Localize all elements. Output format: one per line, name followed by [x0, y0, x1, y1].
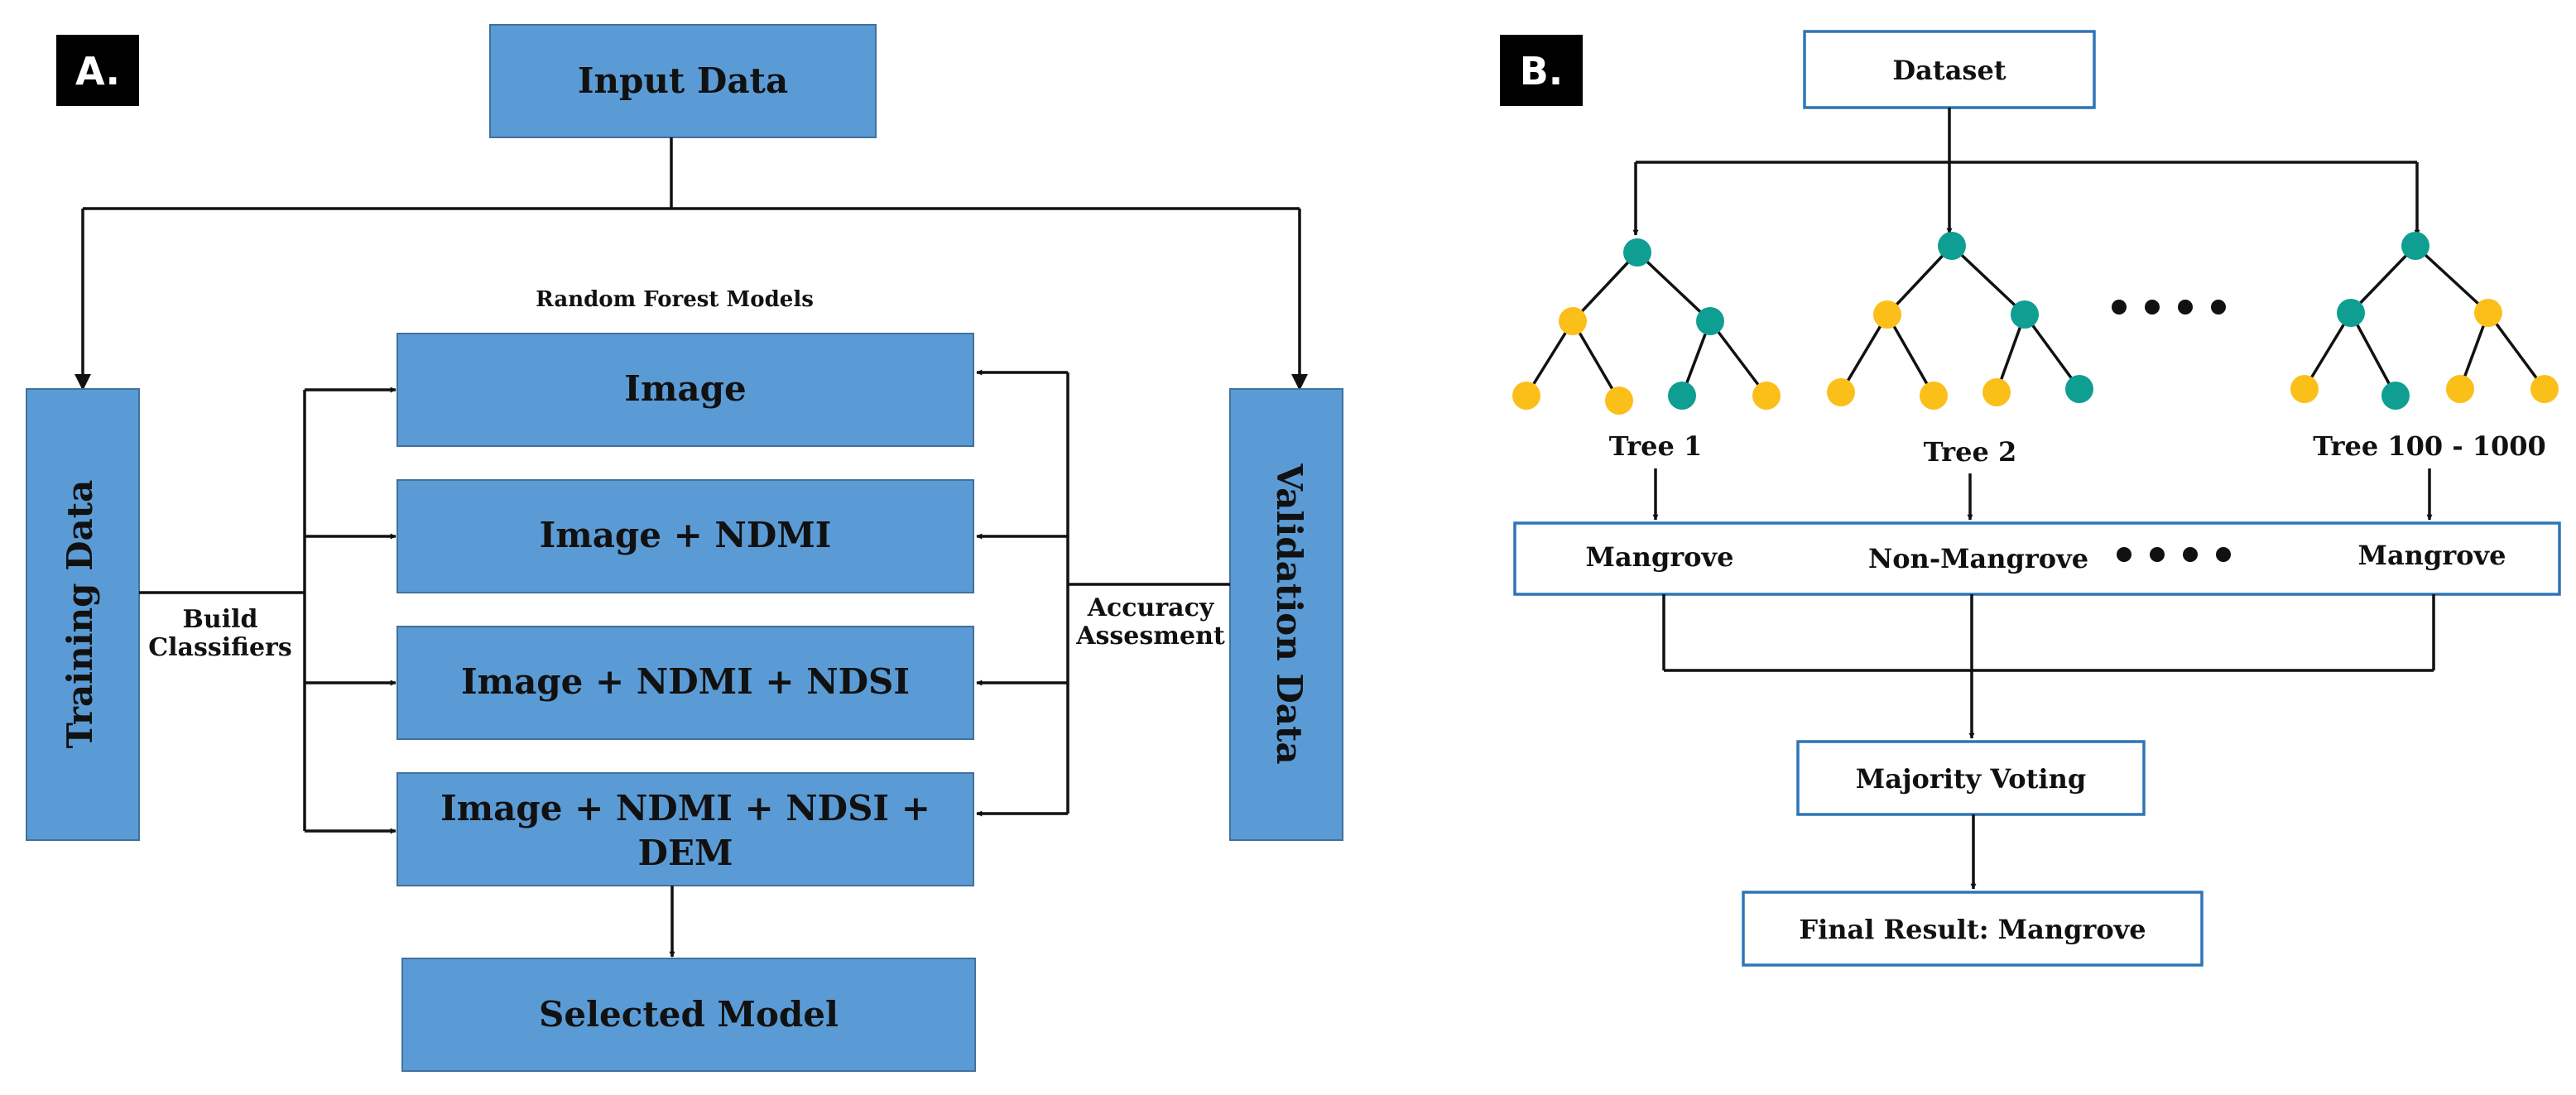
model-box-label: Image [624, 368, 746, 409]
tree-leaf-node [2065, 375, 2093, 403]
decision-tree [1827, 232, 2093, 410]
decision-tree [2290, 232, 2559, 410]
panel-a-label-bg [56, 35, 139, 106]
input-data-label: Input Data [578, 60, 788, 101]
tree-leaf-node [1512, 382, 1540, 410]
tree-leaf-node [2381, 382, 2410, 410]
tree-leaf-node [2446, 375, 2474, 403]
tree-edge [1886, 244, 1954, 316]
tree-edge [2487, 311, 2546, 391]
tree-branch-node [1873, 300, 1901, 329]
prediction-label: Mangrove [2358, 540, 2506, 571]
tree-ellipsis [2112, 300, 2226, 315]
dataset-split-connector [1632, 108, 2420, 236]
tree-label: Tree 2 [1924, 436, 2016, 468]
tree-leaf-node [1605, 387, 1633, 415]
tree-edge [1571, 320, 1621, 401]
panel-b-label: B. [1520, 49, 1564, 94]
tree-root-node [1623, 238, 1651, 267]
tree-edge [2414, 244, 2490, 315]
training-data-label: Training Data [60, 480, 100, 749]
tree-edge [1886, 314, 1935, 396]
selected-model-label: Selected Model [539, 994, 839, 1035]
panel-a-label: A. [75, 49, 120, 94]
decision-tree [1512, 238, 1781, 415]
input-split-connector [74, 137, 1308, 391]
tree-leaf-node [2290, 375, 2319, 403]
tree-root-node [1938, 232, 1966, 260]
tree-leaf-node [1920, 382, 1948, 410]
tree-edge [2023, 313, 2081, 391]
voting-connector [1662, 594, 2435, 739]
final-result-box [1742, 891, 2204, 967]
tree-edge [2349, 244, 2417, 315]
tree-branch-node [1696, 307, 1724, 335]
build-classifiers-connector [139, 387, 396, 834]
accuracy-assessment-connector [976, 369, 1230, 817]
tree-edge [1709, 319, 1768, 397]
trees-layer [1512, 232, 2559, 415]
tree-edge [1636, 251, 1712, 323]
tree-leaf-node [2530, 375, 2559, 403]
prediction-ellipsis [2117, 547, 2231, 562]
model-box: Image + NDMI [396, 479, 974, 593]
tree-edge [1525, 320, 1574, 396]
validation-data-box [1229, 388, 1343, 841]
panel-a: A. Input Data Training Data Validation D… [26, 24, 1343, 1072]
models-title: Random Forest Models [536, 287, 814, 312]
tree-edge [2303, 312, 2353, 390]
tree-leaf-node [1752, 382, 1781, 410]
majority-voting-label: Majority Voting [1856, 763, 2086, 795]
panel-b: B. Dataset Tree 1 Tree 2 Tree 100 - 1000 [1500, 30, 2561, 967]
tree-leaf-node [1827, 378, 1855, 406]
tree-edge [2349, 312, 2397, 396]
tree-branch-node [2474, 299, 2502, 327]
validation-data-label: Validation Data [1269, 463, 1310, 764]
accuracy-assessment-label: Accuracy [1087, 593, 1215, 622]
tree-branch-node [2011, 300, 2039, 329]
tree-output-arrows [1652, 468, 2433, 521]
model-box-label: Image + NDMI + NDSI + [440, 788, 930, 828]
panel-b-label-bg [1500, 35, 1583, 106]
model-box: Image [396, 333, 974, 447]
selected-model-box [401, 958, 976, 1072]
tree-branch-node [2337, 299, 2365, 327]
prediction-label: Mangrove [1586, 541, 1734, 573]
tree-label: Tree 1 [1609, 430, 1702, 462]
build-classifiers-label: Build [183, 605, 258, 634]
majority-voting-box [1796, 740, 2146, 816]
tree-edge [1950, 244, 2026, 316]
predictions-box [1513, 521, 2561, 596]
dataset-label: Dataset [1892, 55, 2006, 86]
tree-edge [1839, 314, 1889, 393]
tree-edge [1571, 251, 1639, 323]
model-box-label: Image + NDMI [540, 515, 832, 555]
tree-branch-node [1559, 307, 1587, 335]
tree-leaf-node [1668, 382, 1696, 410]
tree-label: Tree 100 - 1000 [2313, 430, 2546, 462]
model-box-label: Image + NDMI + NDSI [461, 661, 910, 702]
input-data-box [489, 24, 877, 138]
model-box-label: DEM [638, 833, 733, 873]
tree-leaf-node [1982, 378, 2011, 406]
tree-root-node [2401, 232, 2429, 260]
training-data-box [26, 388, 140, 841]
build-classifiers-label: Classifiers [148, 633, 291, 662]
prediction-label: Non-Mangrove [1868, 543, 2088, 574]
model-box: Image + NDMI + NDSI [396, 626, 974, 740]
model-box: Image + NDMI + NDSI + DEM [396, 772, 974, 886]
accuracy-assessment-label: Assesment [1075, 622, 1225, 651]
dataset-box [1803, 30, 2096, 109]
final-result-label: Final Result: Mangrove [1799, 914, 2146, 945]
